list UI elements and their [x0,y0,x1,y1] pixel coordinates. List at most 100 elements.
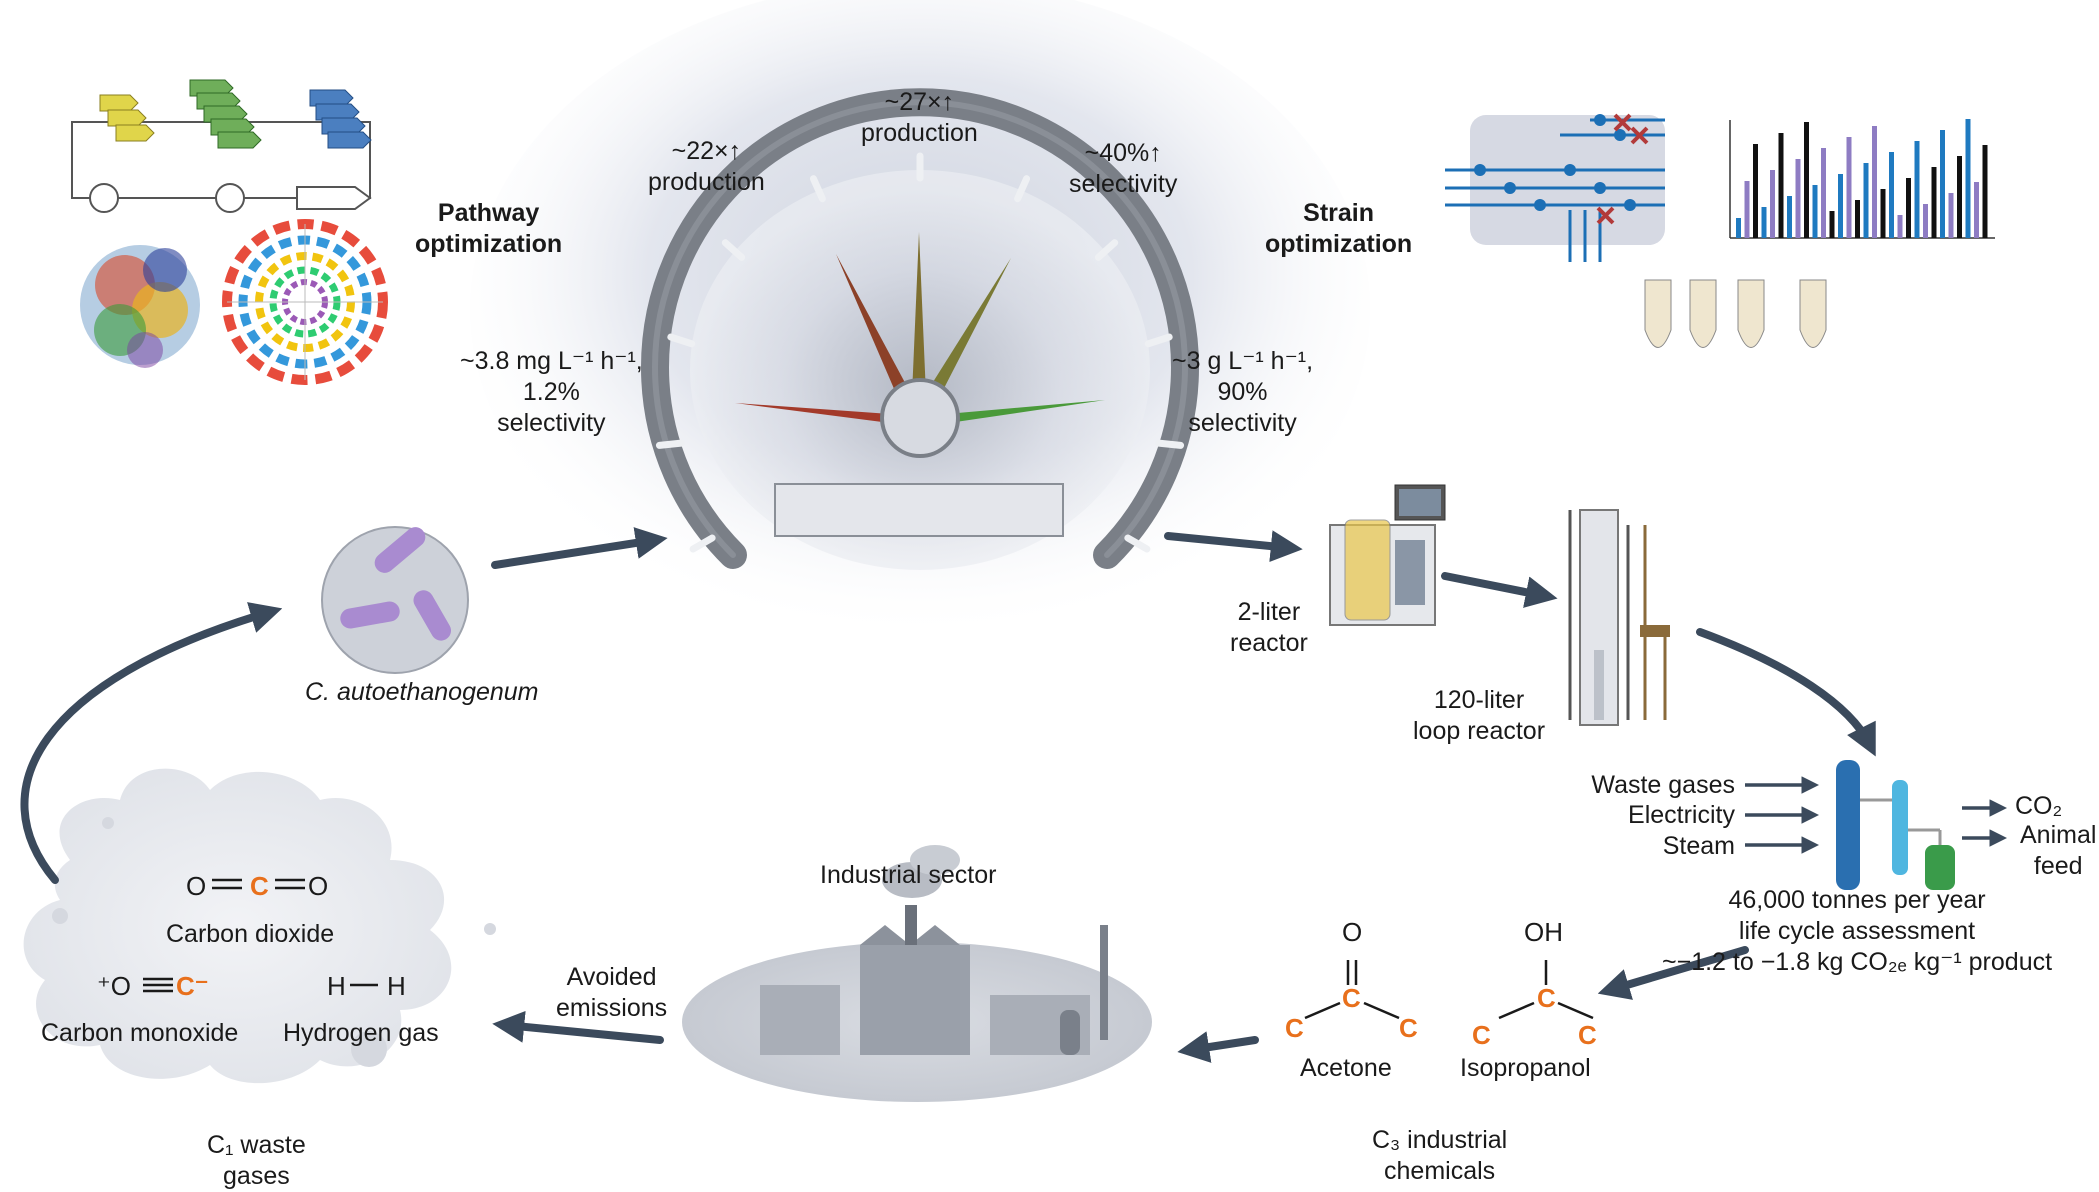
industrial-sector-label: Industrial sector [820,861,997,889]
acetone-oxygen: O [1342,917,1363,947]
needle-olive-center [912,232,926,395]
gauge-tick [1124,534,1151,553]
thumbnail-bar [1795,159,1801,238]
needle-red-up [836,254,910,398]
co-oxygen: ⁺O [97,971,131,1001]
plant-output-co2: CO₂ [2015,792,2063,820]
thumbnail-bar [1974,182,1979,238]
strain-bar-thumbnail [1729,119,1995,239]
plant-input-steam: Steam [1662,832,1735,860]
gauge-tick [1144,333,1173,348]
thumbnail-bar [1804,122,1809,238]
genome-circle-plot [222,219,388,385]
gauge-arc-highlight [652,99,1188,558]
bacteria-culture [321,526,469,674]
thumbnail-bar [1948,193,1954,238]
needle-green-right [935,400,1105,425]
gauge-tick [667,333,696,348]
sample-tube [1689,279,1717,348]
thumbnail-bar [1812,185,1818,238]
thumbnail-bar [1744,181,1750,238]
industrial-scene [682,845,1152,1102]
hydrogen-gas-label: Hydrogen gas [283,1019,439,1047]
thumbnail-bar [1965,119,1971,238]
thumbnail-bar [1829,211,1835,238]
gauge-tick [809,175,826,203]
plant-input-waste-gases: Waste gases [1591,771,1735,799]
organism-label: C. autoethanogenum [305,678,539,706]
isopropanol-label: Isopropanol [1460,1054,1591,1082]
gauge-tick [1014,175,1031,203]
gauge-display [774,483,1064,537]
thumbnail-bar [1957,156,1962,238]
thumbnail-bar [1906,178,1911,238]
carbon-monoxide-label: Carbon monoxide [41,1019,239,1047]
acetone-carbon-center: C [1342,983,1361,1013]
thumbnail-bar [1872,126,1877,238]
sample-tube [1799,279,1827,348]
thumbnail-bar [1787,196,1792,238]
thumbnail-bar [1940,130,1945,238]
gauge-ticks [655,152,1185,553]
thumbnail-bar [1855,200,1860,238]
thumbnail-bar [1736,218,1741,238]
sample-tube [1737,279,1765,348]
improvement-production-22x: ~22×↑production [648,137,765,196]
isopropanol-carbon-right: C [1578,1020,1597,1050]
thumbnail-bar [1761,207,1767,238]
gauge-tick [655,439,685,449]
needle-red-left [735,403,905,425]
protein-structure [80,245,200,368]
waste-gas-cloud [23,768,496,1084]
loop-reactor-120l [1568,509,1670,726]
baseline-performance-label: ~3.8 mg L⁻¹ h⁻¹,1.2%selectivity [460,347,643,437]
plant-input-electricity: Electricity [1628,801,1735,829]
optimized-performance-label: ~3 g L⁻¹ h⁻¹,90%selectivity [1172,347,1314,437]
needle-olive-right [928,258,1011,396]
thumbnail-bar [1889,152,1894,238]
co2-carbon: C [250,871,269,901]
isopropanol-hydroxyl: OH [1524,917,1563,947]
co2-oxygen-right: O [308,871,329,901]
thumbnail-bar [1982,145,1988,238]
thumbnail-bar [1863,163,1869,238]
h2-hydrogen-right: H [387,971,406,1001]
thumbnail-bar [1846,137,1852,238]
thumbnail-bar [1838,174,1843,238]
thumbnail-bar [1753,144,1758,238]
gauge-tick [721,239,746,261]
production-plant [1836,760,1955,890]
thumbnail-bar [1914,141,1920,238]
acetone-label: Acetone [1300,1054,1392,1082]
improvement-selectivity-40pct: ~40%↑selectivity [1069,139,1178,198]
strain-network [1445,113,1665,262]
thumbnail-bar [1931,167,1937,238]
co-carbon: C⁻ [176,971,209,1001]
thumbnail-bar [1897,215,1903,238]
acetone-carbon-left: C [1285,1013,1304,1043]
gauge-tick [1094,239,1119,261]
h2-hydrogen-left: H [327,971,346,1001]
isopropanol-carbon-center: C [1537,983,1556,1013]
gauge-hub [880,378,960,458]
sample-tube [1644,279,1672,348]
thumbnail-bar [1770,170,1775,238]
acetone-carbon-right: C [1399,1013,1418,1043]
gauge-tick [689,534,716,553]
bioreactor-2l [1329,484,1446,626]
flow-arrows [20,527,1876,1063]
co2-oxygen-left: O [186,871,207,901]
tubes [1644,279,1827,348]
plant-io-arrows [1745,776,2007,854]
improvement-production-27x: ~27×↑production [861,88,978,147]
carbon-dioxide-label: Carbon dioxide [166,920,335,948]
